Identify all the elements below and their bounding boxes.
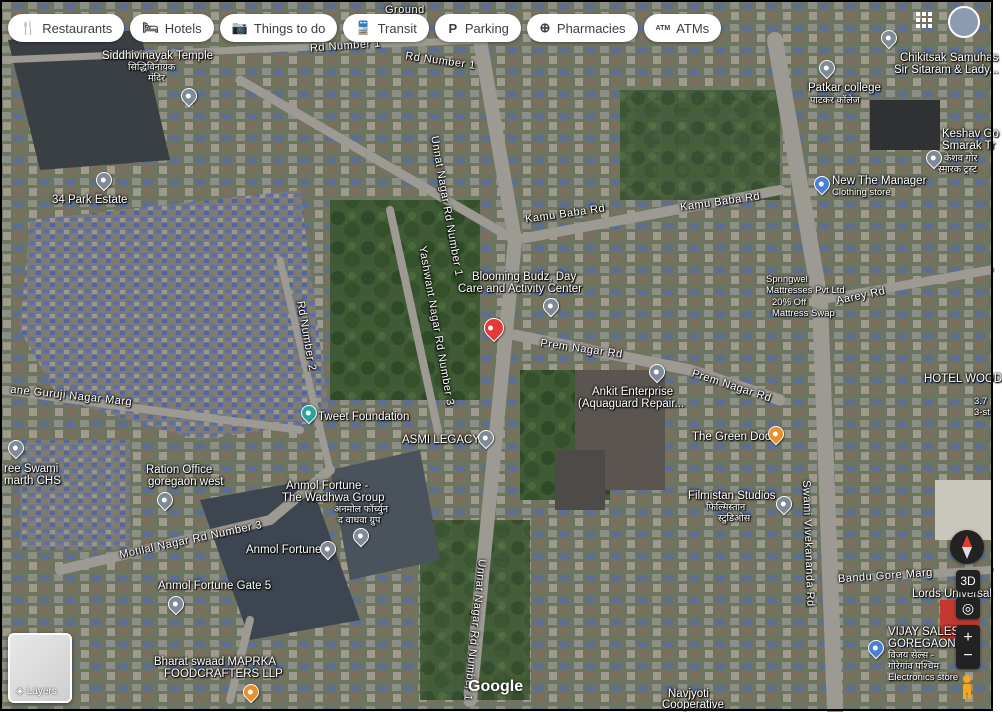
camera-icon: 📷 bbox=[231, 20, 248, 35]
chip-label: Transit bbox=[377, 20, 417, 36]
place-label-springwel: 20% Off bbox=[772, 297, 807, 308]
3d-toggle-button[interactable]: 3D bbox=[956, 570, 980, 592]
place-label-vijay: Electronics store bbox=[888, 672, 959, 683]
place-label-local: अनमोल फॉर्च्युन bbox=[334, 504, 389, 515]
chip-atms[interactable]: ATM ATMs bbox=[643, 14, 722, 42]
place-label-ankit[interactable]: Ankit Enterprise bbox=[592, 386, 674, 398]
chip-hotels[interactable]: 🛏 Hotels bbox=[130, 14, 214, 42]
place-label-local: द वाधवा ग्रुप bbox=[338, 515, 381, 526]
place-label-local: पाटकर कॉलेज bbox=[810, 95, 860, 106]
avatar[interactable] bbox=[948, 6, 980, 38]
layers-button[interactable]: ◈ Layers bbox=[8, 633, 72, 703]
chip-label: Pharmacies bbox=[556, 20, 626, 36]
zoom-out-button[interactable]: − bbox=[963, 647, 973, 664]
zoom-in-button[interactable]: + bbox=[963, 629, 973, 646]
apps-grid-icon[interactable] bbox=[916, 12, 932, 28]
place-label-bharat-swaad: FOODCRAFTERS LLP bbox=[164, 668, 283, 680]
fork-knife-icon: 🍴 bbox=[20, 20, 37, 35]
place-label-swami-chs: marth CHS bbox=[4, 475, 61, 487]
place-label-new-manager: Clothing store bbox=[832, 187, 891, 198]
place-label-keshav[interactable]: Keshav Go bbox=[942, 128, 999, 140]
hotel-class: 3-st bbox=[974, 407, 990, 418]
place-label-filmistan[interactable]: Filmistan Studios bbox=[688, 490, 776, 502]
chip-label: Things to do bbox=[253, 20, 326, 36]
chip-transit[interactable]: 🚆 Transit bbox=[343, 14, 429, 42]
place-label-local: सिद्धिविनायक bbox=[128, 62, 176, 73]
layers-icon: ◈ bbox=[16, 686, 24, 697]
place-label-local: फिल्मिस्तान bbox=[706, 502, 746, 513]
chip-things-to-do[interactable]: 📷 Things to do bbox=[219, 14, 338, 42]
place-label-park-estate[interactable]: 34 Park Estate bbox=[52, 194, 128, 206]
atm-icon: ATM bbox=[655, 24, 671, 32]
place-label-anmol-fortune[interactable]: Anmol Fortune bbox=[246, 544, 322, 556]
place-label-anmol-wadhwa[interactable]: Anmol Fortune - bbox=[286, 480, 369, 492]
place-label-blooming-budz: Care and Activity Center bbox=[458, 283, 583, 295]
chip-label: Parking bbox=[464, 20, 509, 36]
place-label-ankit: (Aquaguard Repair... bbox=[578, 398, 685, 410]
pegman-icon[interactable] bbox=[958, 674, 976, 700]
place-label-bharat-swaad[interactable]: Bharat swaad MAPRKA bbox=[154, 656, 277, 668]
place-label-springwel: Mattress Swap bbox=[772, 308, 835, 319]
place-label-local: केशव गोर bbox=[944, 153, 978, 164]
zoom-controls: + − bbox=[956, 625, 980, 669]
train-icon: 🚆 bbox=[355, 20, 372, 35]
place-label-local: स्मारक ट्रस्ट bbox=[938, 164, 977, 175]
place-label-ration-office: goregaon west bbox=[148, 476, 224, 488]
chip-label: ATMs bbox=[676, 20, 710, 36]
parking-icon: P bbox=[448, 20, 458, 36]
label-ground: Ground bbox=[385, 4, 425, 16]
place-label-chikitsak: Sir Sitaram & Lady... bbox=[894, 64, 999, 76]
filter-chip-bar: 🍴 Restaurants 🛏 Hotels 📷 Things to do 🚆 … bbox=[8, 14, 722, 42]
place-label-swami-chs[interactable]: ree Swami bbox=[4, 463, 59, 475]
place-label-green-door[interactable]: The Green Door bbox=[692, 431, 776, 443]
place-label-lords[interactable]: Lords Universal bbox=[912, 588, 992, 600]
place-label-hotel-wood[interactable]: HOTEL WOOD bbox=[924, 373, 1002, 385]
place-label-local: मंदिर bbox=[148, 73, 166, 84]
chip-restaurants[interactable]: 🍴 Restaurants bbox=[8, 14, 125, 42]
google-logo: Google bbox=[468, 678, 524, 695]
place-label-siddhivinayak[interactable]: Siddhivinayak Temple bbox=[102, 50, 214, 62]
place-label-tweet[interactable]: Tweet Foundation bbox=[318, 411, 410, 423]
place-label-blooming-budz[interactable]: Blooming Budz, Day bbox=[472, 271, 577, 283]
pharmacy-icon: ⊕ bbox=[539, 20, 551, 35]
place-label-vijay[interactable]: VIJAY SALES - bbox=[888, 626, 967, 638]
chip-parking[interactable]: P Parking bbox=[434, 14, 521, 42]
hotel-rating: 3.7 bbox=[974, 396, 988, 407]
bed-icon: 🛏 bbox=[142, 20, 159, 35]
place-label-keshav: Smarak Tr bbox=[942, 140, 996, 152]
place-label-navjyoti[interactable]: Navjyoti bbox=[668, 688, 709, 700]
place-label-springwel[interactable]: Springwel bbox=[766, 274, 808, 285]
place-label-patkar[interactable]: Patkar college bbox=[808, 82, 881, 94]
place-label-chikitsak[interactable]: Chikitsak Samuhas bbox=[900, 52, 999, 64]
compass-icon[interactable] bbox=[950, 530, 984, 564]
my-location-icon[interactable]: ◎ bbox=[956, 597, 980, 619]
layers-label: ◈ Layers bbox=[16, 686, 57, 697]
chip-pharmacies[interactable]: ⊕ Pharmacies bbox=[526, 14, 638, 42]
place-label-navjyoti: Cooperative bbox=[662, 699, 725, 711]
place-label-local: गोरेगांव पश्चिम bbox=[888, 661, 940, 672]
place-label-local: स्टुडिओस bbox=[718, 513, 751, 524]
chip-label: Restaurants bbox=[42, 20, 113, 36]
place-label-asmi[interactable]: ASMI LEGACY bbox=[402, 434, 480, 446]
place-label-vijay: GOREGAON (W) bbox=[888, 638, 978, 650]
place-label-springwel: Mattresses Pvt Ltd bbox=[766, 285, 845, 296]
place-label-anmol-gate5[interactable]: Anmol Fortune Gate 5 bbox=[158, 580, 272, 592]
place-label-anmol-wadhwa: The Wadhwa Group bbox=[282, 492, 385, 504]
chip-label: Hotels bbox=[164, 20, 202, 36]
place-label-ration-office[interactable]: Ration Office bbox=[146, 464, 213, 476]
place-label-local: विजय सेल्स - bbox=[888, 650, 934, 661]
place-label-new-manager[interactable]: New The Manager bbox=[832, 175, 927, 187]
